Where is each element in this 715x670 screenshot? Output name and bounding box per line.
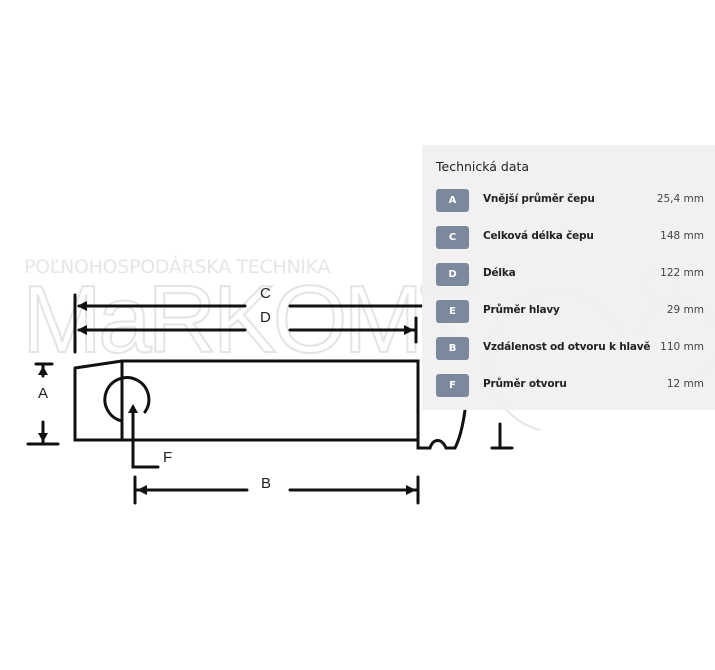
label-f: F — [163, 449, 172, 466]
hole-circle — [103, 376, 151, 423]
spec-row: F Průměr otvoru 12 mm — [436, 374, 704, 398]
spec-value: 12 mm — [666, 378, 704, 390]
svg-text:MaRKOMT: MaRKOMT — [22, 266, 476, 373]
label-b: B — [261, 475, 271, 492]
spec-row: D Délka 122 mm — [436, 263, 704, 287]
spec-label: Vnější průměr čepu — [483, 193, 595, 205]
spec-label: Délka — [483, 267, 516, 279]
f-leader — [131, 405, 160, 469]
spec-key-badge: E — [436, 300, 469, 323]
spec-row: B Vzdálenost od otvoru k hlavě 110 mm — [436, 337, 704, 361]
label-d: D — [260, 309, 271, 326]
spec-value: 148 mm — [660, 230, 704, 242]
pin-body — [73, 359, 420, 450]
spec-value: 25,4 mm — [656, 193, 704, 205]
spec-key-badge: F — [436, 374, 469, 397]
technical-data-panel: Technická data A Vnější průměr čepu 25,4… — [422, 145, 715, 410]
panel-title: Technická data — [436, 159, 530, 174]
spec-key-badge: A — [436, 189, 469, 212]
pin-head — [416, 408, 467, 450]
label-c: C — [260, 285, 271, 302]
spec-label: Vzdálenost od otvoru k hlavě — [483, 341, 651, 353]
spec-row: A Vnější průměr čepu 25,4 mm — [436, 189, 704, 213]
spec-key-badge: B — [436, 337, 469, 360]
spec-row: C Celková délka čepu 148 mm — [436, 226, 704, 250]
spec-row: E Průměr hlavy 29 mm — [436, 300, 704, 324]
spec-label: Průměr otvoru — [483, 378, 567, 390]
label-a: A — [38, 385, 48, 402]
spec-value: 122 mm — [660, 267, 704, 279]
spec-key-badge: D — [436, 263, 469, 286]
spec-value: 29 mm — [666, 304, 704, 316]
spec-label: Celková délka čepu — [483, 230, 594, 242]
spec-label: Průměr hlavy — [483, 304, 560, 316]
spec-key-badge: C — [436, 226, 469, 249]
spec-value: 110 mm — [660, 341, 704, 353]
watermark-tagline: POĽNOHOSPODÁRSKA TECHNIKA — [24, 256, 331, 278]
